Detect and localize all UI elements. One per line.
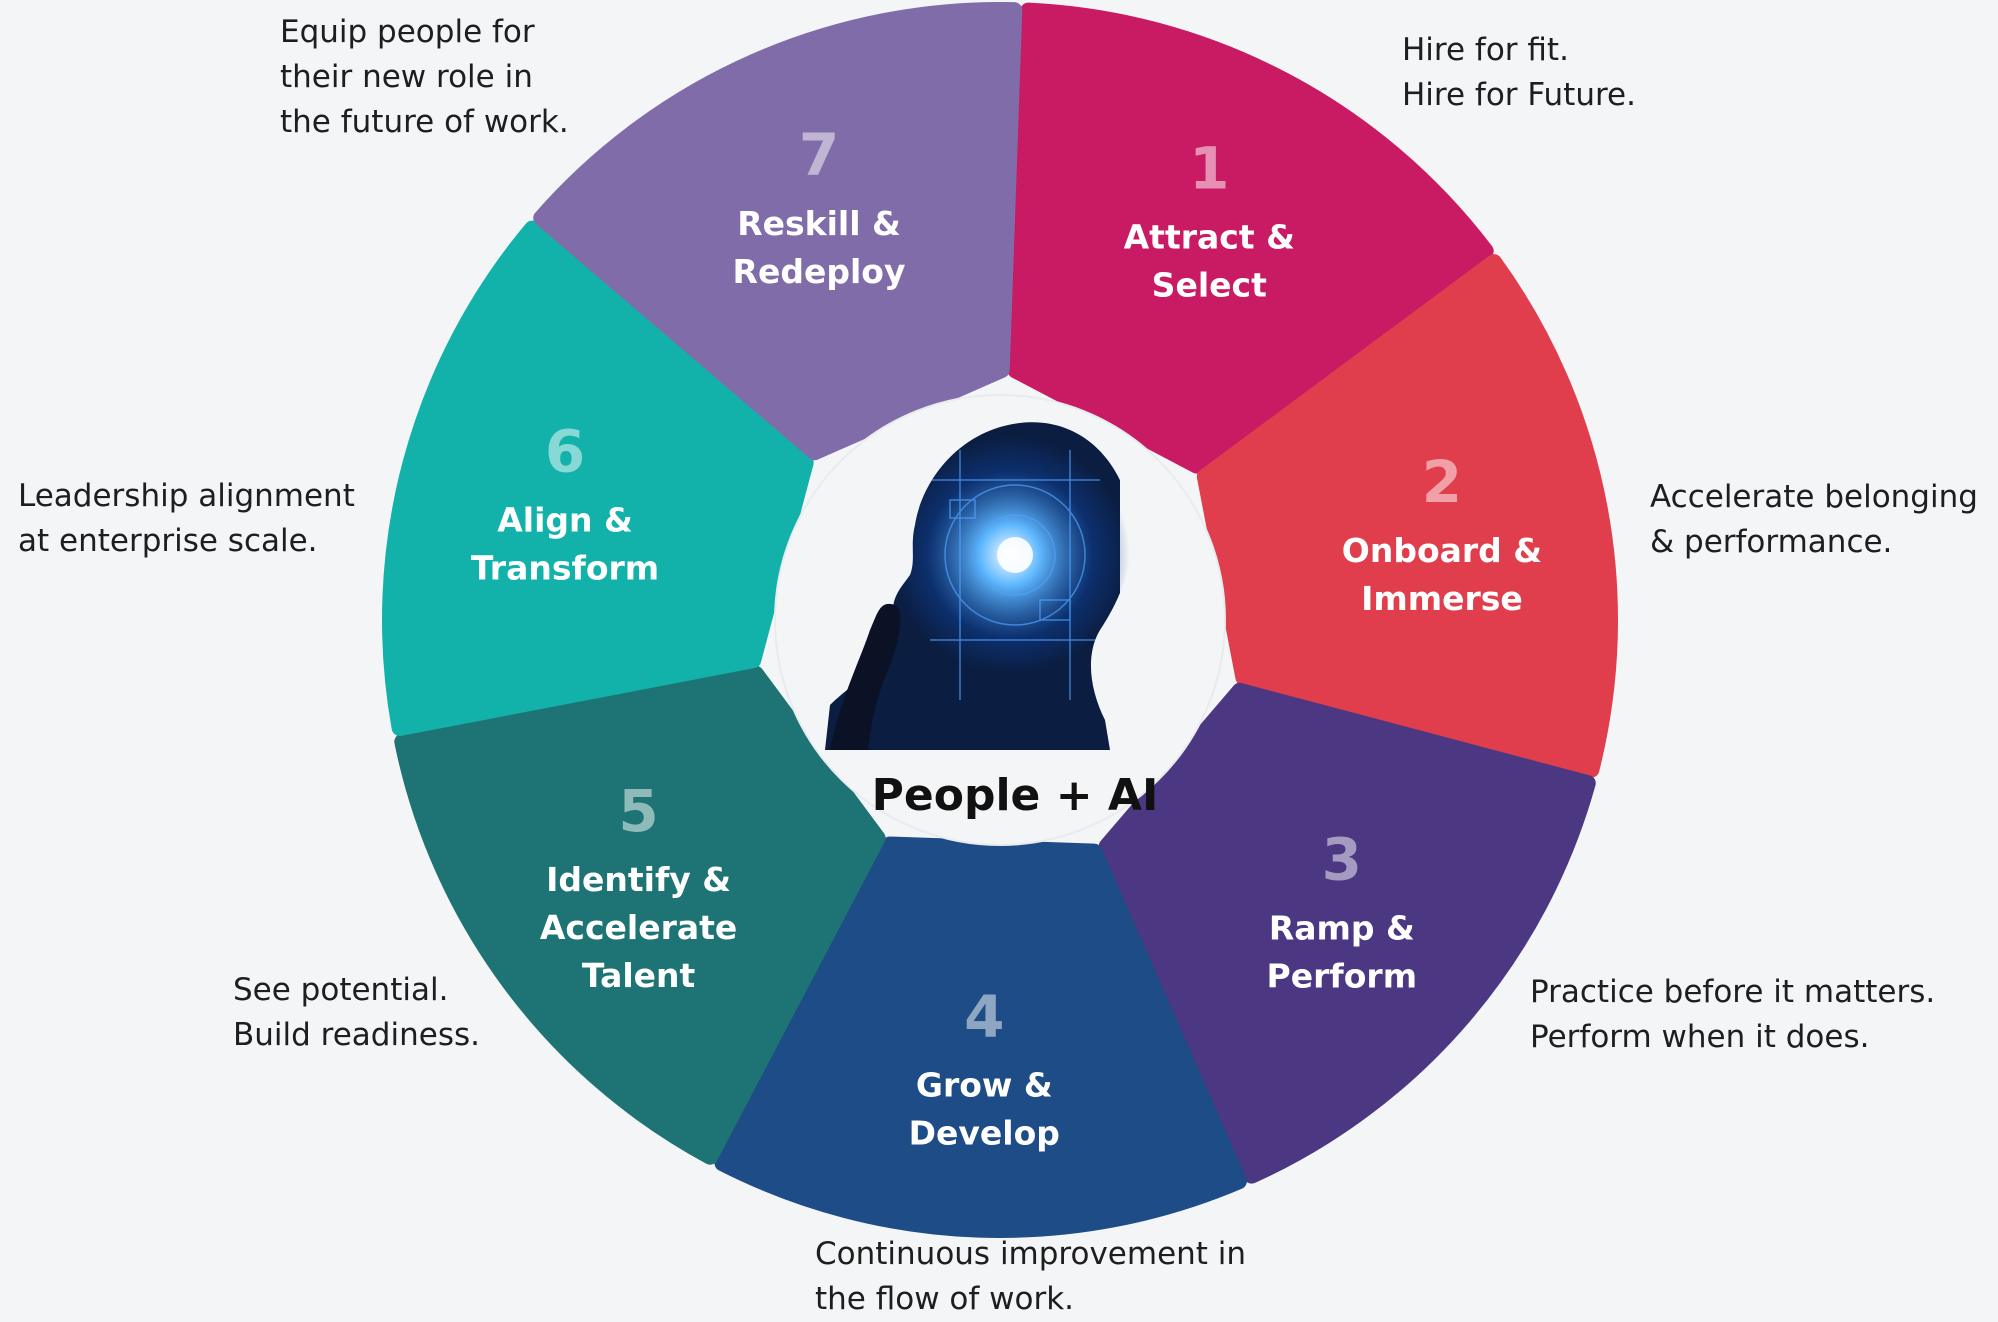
segment-7 [533, 2, 1023, 461]
segment-2 [1196, 254, 1618, 778]
segment-4-title-line: Develop [909, 1114, 1060, 1153]
segment-4-number: 4 [964, 983, 1004, 1051]
description-2: Accelerate belonging & performance. [1650, 479, 1978, 560]
segment-2-title-line: Immerse [1361, 579, 1523, 618]
segment-5-number: 5 [618, 777, 658, 845]
segment-5-title-line: Accelerate [540, 908, 737, 947]
segment-7-number: 7 [799, 121, 839, 189]
segment-6-number: 6 [545, 418, 585, 486]
segment-3-title-line: Ramp & [1269, 909, 1415, 948]
description-1: Hire for fit. Hire for Future. [1402, 32, 1636, 113]
segment-7-title-line: Redeploy [733, 252, 906, 291]
segment-4 [714, 836, 1247, 1238]
segment-1-title-line: Select [1152, 266, 1267, 305]
description-6: Leadership alignment at enterprise scale… [18, 478, 355, 559]
segment-4-title-line: Grow & [916, 1066, 1053, 1105]
segment-1 [1007, 2, 1494, 474]
segment-5 [394, 665, 886, 1165]
segment-5-title-line: Identify & [546, 860, 731, 899]
segment-5-title-line: Talent [582, 956, 696, 995]
segment-6-title-line: Align & [497, 501, 633, 540]
segment-2-title-line: Onboard & [1342, 531, 1542, 570]
description-5: See potential. Build readiness. [233, 972, 480, 1053]
segment-6 [382, 220, 814, 737]
segment-3 [1098, 682, 1596, 1184]
center-label: People + AI [871, 770, 1159, 821]
segment-2-number: 2 [1422, 448, 1462, 516]
segment-6-title-line: Transform [471, 549, 659, 588]
description-7: Equip people for their new role in the f… [280, 14, 569, 140]
segment-3-title-line: Perform [1267, 957, 1418, 996]
segment-3-number: 3 [1322, 826, 1362, 894]
segment-1-title-line: Attract & [1124, 218, 1295, 257]
description-3: Practice before it matters. Perform when… [1530, 974, 1936, 1055]
segment-7-title-line: Reskill & [737, 204, 901, 243]
segment-1-number: 1 [1189, 135, 1229, 203]
description-4: Continuous improvement in the flow of wo… [815, 1236, 1247, 1317]
